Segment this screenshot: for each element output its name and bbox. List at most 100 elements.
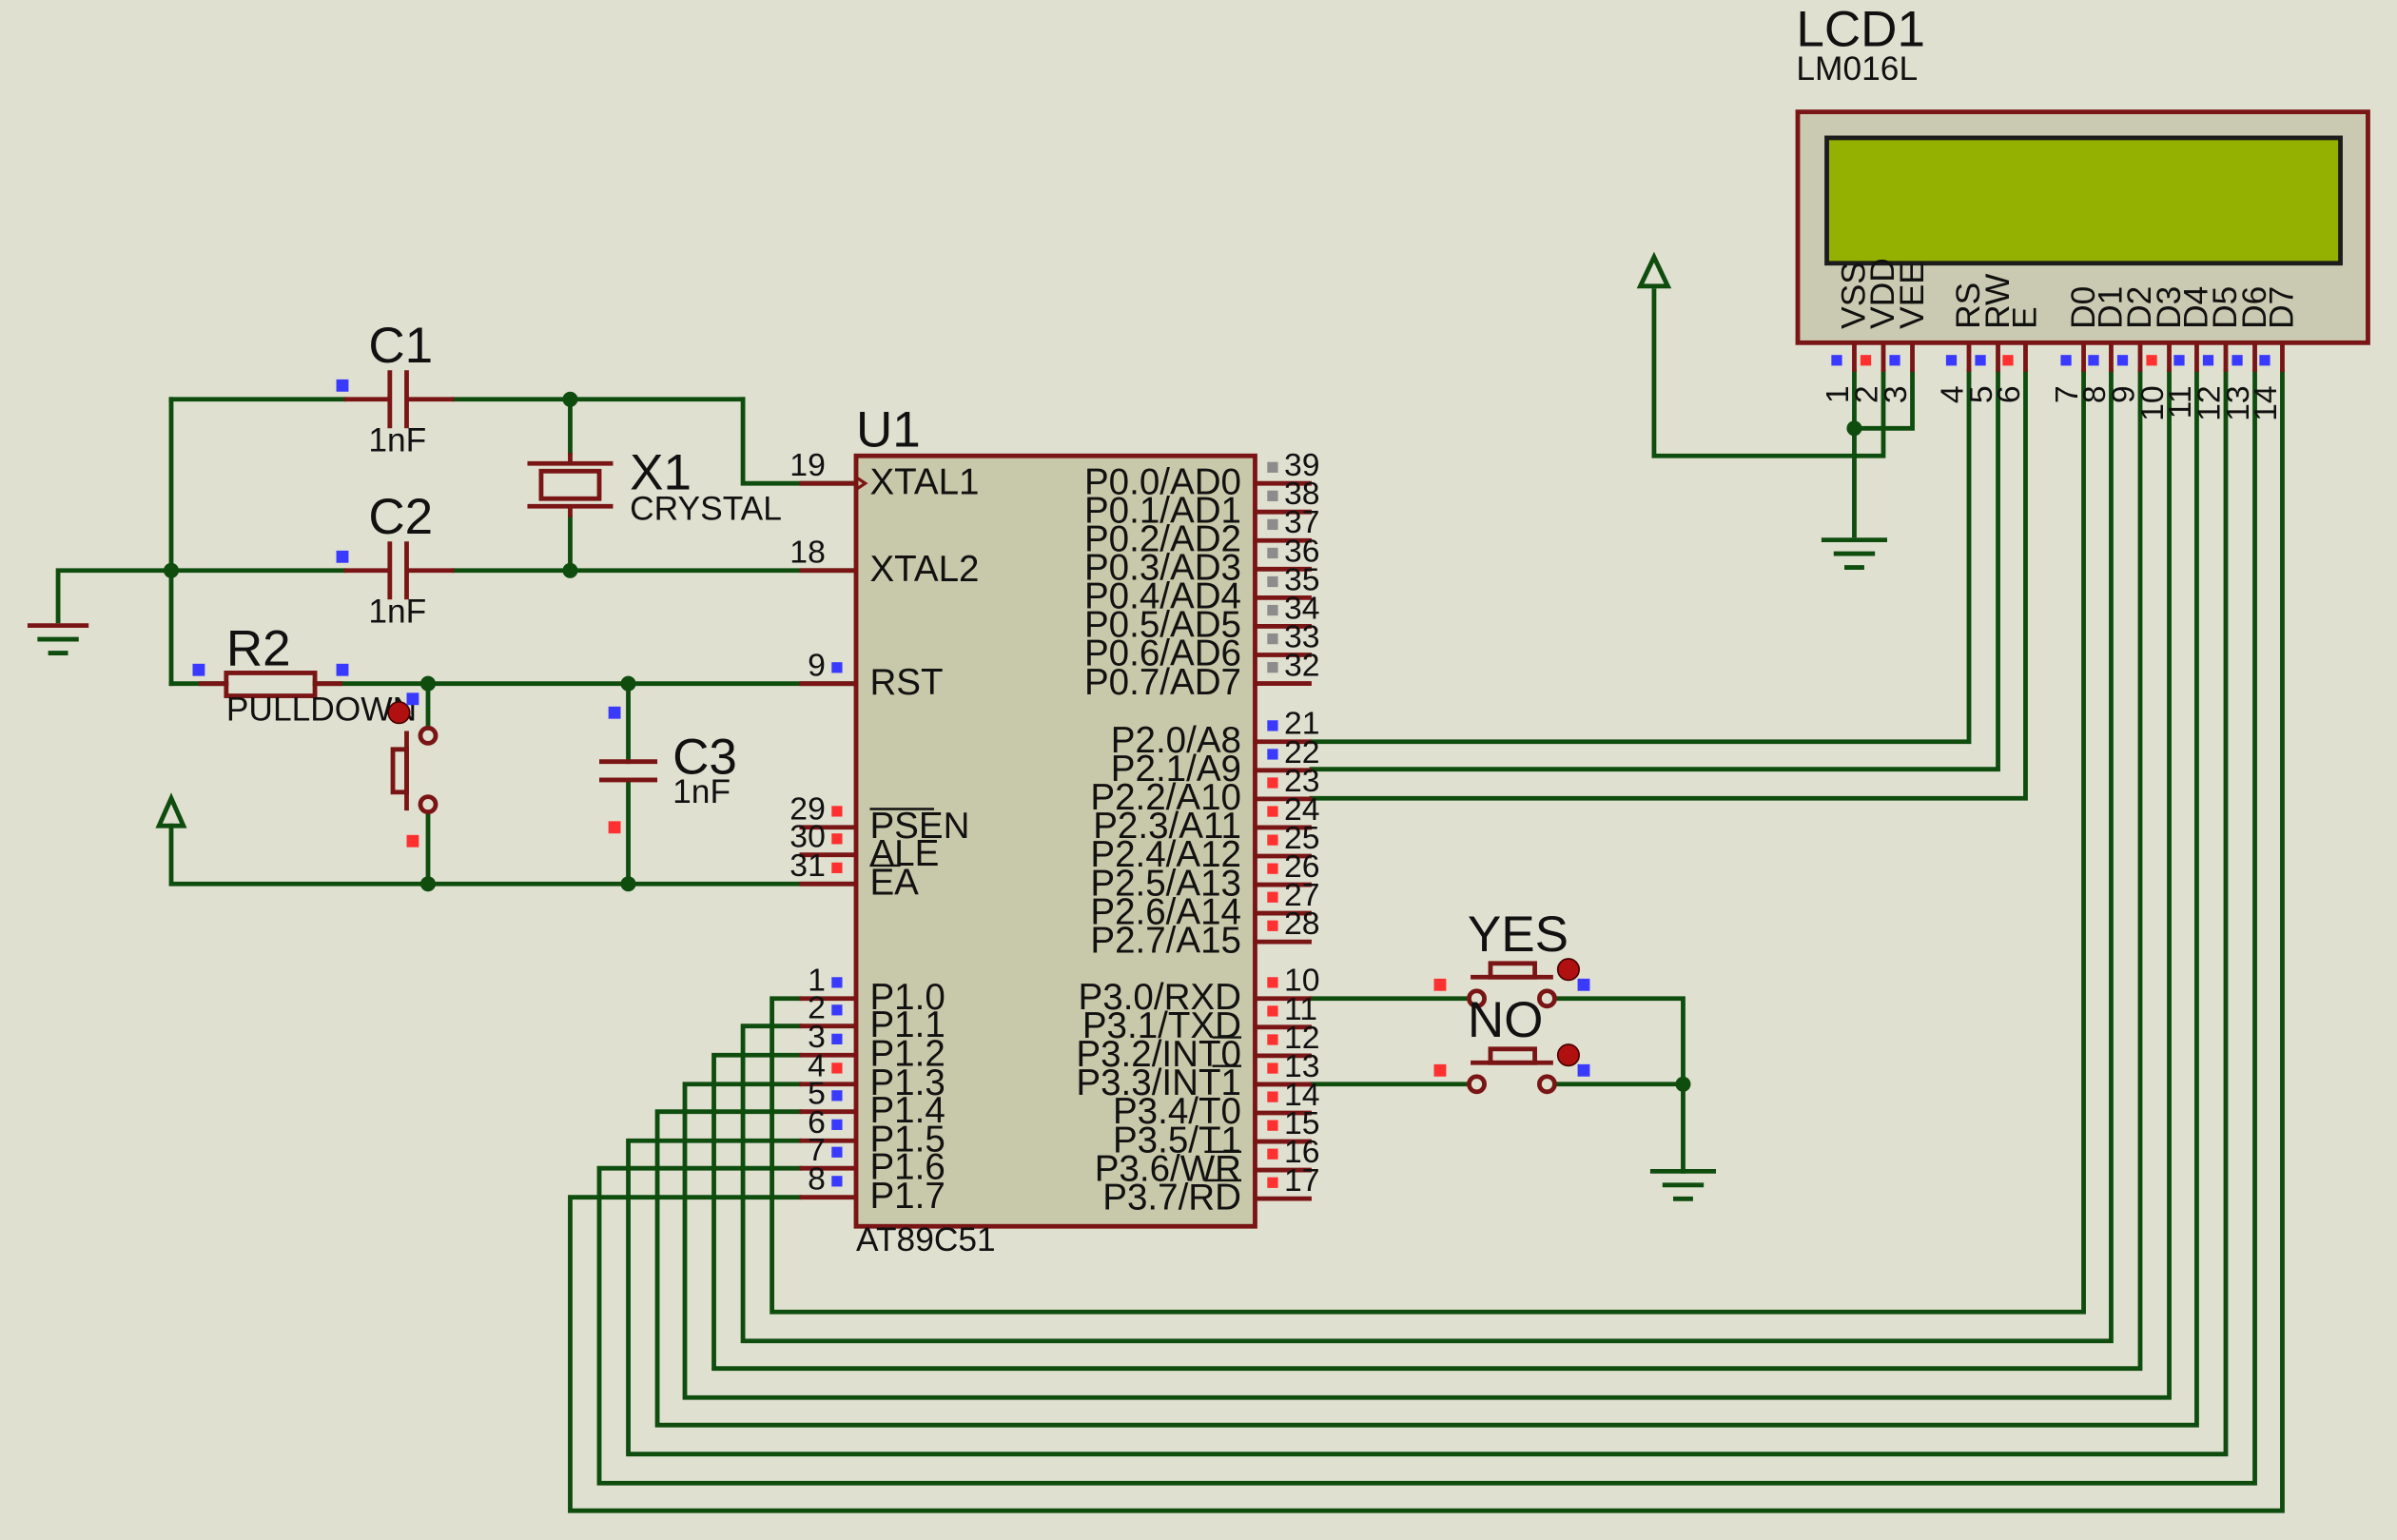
lcd-display-lcd1[interactable]: LCD1 LM016L VSS1VDD2VEE3RS4RW5E6D07D18D2… — [1795, 2, 2370, 421]
pin-state-marker — [831, 806, 843, 817]
u1-pin-label: P1.6 — [869, 1146, 945, 1187]
pin-state-marker — [1267, 1120, 1278, 1131]
u1-pin-label: P0.3/AD3 — [1084, 548, 1241, 589]
ground-symbol-lcd — [1821, 537, 1888, 570]
x1-ref: X1 — [630, 445, 692, 501]
u1-pin-p2-4-a12: 25 P2.4/A12 — [1090, 820, 1319, 875]
u1-pin-label: P2.6/A14 — [1090, 891, 1241, 932]
pin-state-marker — [1267, 777, 1278, 789]
pin-state-marker — [831, 1062, 843, 1074]
resistor-r2[interactable]: R2 PULLDOWN — [192, 620, 418, 728]
u1-pin-label: P2.5/A13 — [1090, 863, 1241, 904]
r2-value: PULLDOWN — [226, 691, 417, 728]
lcd-pin-number: 4 — [1935, 385, 1971, 403]
c2-value: 1nF — [368, 593, 426, 630]
button-wires — [1309, 996, 1686, 1174]
u1-pin-number: 4 — [808, 1048, 826, 1084]
pin-state-marker — [1860, 355, 1872, 366]
pin-state-marker — [2002, 355, 2014, 366]
lcd-pin-label: VSS — [1836, 262, 1873, 329]
pin-state-marker — [1831, 355, 1842, 366]
pin-state-marker — [1267, 1005, 1278, 1017]
lcd1-ref: LCD1 — [1796, 2, 1925, 58]
lcd-pin-e: E6 — [1991, 306, 2044, 403]
u1-pin-number: 27 — [1284, 877, 1320, 913]
u1-pin-number: 10 — [1284, 963, 1320, 999]
pin-state-marker — [2173, 355, 2185, 366]
pin-state-marker — [831, 833, 843, 845]
u1-pin-number: 33 — [1284, 618, 1320, 654]
pin-state-marker — [831, 1004, 843, 1016]
u1-pin-number: 19 — [789, 447, 826, 483]
pin-state-marker — [1267, 1091, 1278, 1102]
lcd-pin-label: E — [2007, 306, 2044, 329]
lcd-pin-number: 7 — [2049, 385, 2085, 403]
u1-pin-p3-0-rxd: 10 P3.0/RXD — [1079, 963, 1320, 1018]
no-label: NO — [1468, 992, 1544, 1048]
lcd-power-wires — [1651, 288, 1915, 538]
u1-pin-label: PSEN — [869, 806, 969, 847]
capacitor-c1[interactable]: C1 1nF — [336, 318, 455, 458]
u1-pin-number: 12 — [1284, 1020, 1320, 1056]
reset-button[interactable] — [387, 692, 438, 848]
u1-pin-label: P3.0/RXD — [1079, 977, 1241, 1018]
u1-pin-label: P2.2/A10 — [1090, 777, 1241, 818]
no-button[interactable]: NO — [1433, 992, 1590, 1095]
lcd-pin-label: D6 — [2236, 286, 2273, 329]
lcd-pin-label: VDD — [1864, 258, 1901, 329]
u1-pin-number: 14 — [1284, 1077, 1320, 1113]
pin-state-marker — [1267, 1062, 1278, 1074]
u1-pin-number: 17 — [1284, 1162, 1320, 1199]
u1-pin-label: XTAL1 — [869, 461, 979, 502]
u1-pin-label: P1.4 — [869, 1090, 945, 1131]
u1-pin-label: P3.3/INT1 — [1076, 1062, 1241, 1103]
yes-button[interactable]: YES — [1433, 906, 1590, 1009]
u1-pin-label: P1.5 — [869, 1119, 945, 1160]
pin-state-marker — [2146, 355, 2157, 366]
capacitor-c3[interactable]: C3 1nF — [599, 706, 737, 834]
u1-pin-number: 1 — [808, 963, 826, 999]
pin-state-marker — [1945, 355, 1958, 366]
u1-pin-label: P2.4/A12 — [1090, 834, 1241, 875]
u1-pin-label: RST — [869, 662, 943, 703]
control-wires — [1309, 369, 2028, 801]
capacitor-c2[interactable]: C2 1nF — [336, 489, 455, 630]
ground-symbol-buttons — [1649, 1168, 1717, 1201]
pin-state-marker — [831, 977, 843, 988]
pin-state-marker — [1267, 977, 1278, 988]
u1-pin-number: 31 — [789, 848, 826, 884]
u1-pin-number: 34 — [1284, 590, 1320, 626]
lcd-pin-number: 10 — [2134, 385, 2171, 421]
u1-pin-number: 11 — [1284, 991, 1317, 1027]
pin-state-marker — [1267, 834, 1278, 846]
crystal-x1[interactable]: X1 CRYSTAL — [527, 445, 782, 528]
u1-pin-number: 25 — [1284, 820, 1320, 856]
pin-state-marker — [1267, 863, 1278, 874]
u1-pin-label: P2.7/A15 — [1090, 920, 1241, 961]
pin-state-marker — [1267, 891, 1278, 903]
u1-pin-label: P0.4/AD4 — [1084, 576, 1241, 617]
lcd-pin-number: 12 — [2192, 385, 2228, 421]
r2-ref: R2 — [226, 620, 291, 676]
c1-value: 1nF — [368, 421, 426, 458]
pin-state-marker — [2231, 355, 2243, 366]
lcd-pin-group: VSS1VDD2VEE3RS4RW5E6D07D18D29D310D411D51… — [1820, 258, 2301, 421]
u1-pin-number: 6 — [808, 1104, 826, 1140]
u1-pin-number: 15 — [1284, 1105, 1320, 1141]
u1-pin-number: 21 — [1284, 706, 1320, 742]
lcd-pin-label: D2 — [2121, 286, 2158, 329]
pin-state-marker — [1267, 518, 1278, 531]
pin-state-marker — [831, 1090, 843, 1101]
pin-state-marker — [1267, 461, 1278, 473]
